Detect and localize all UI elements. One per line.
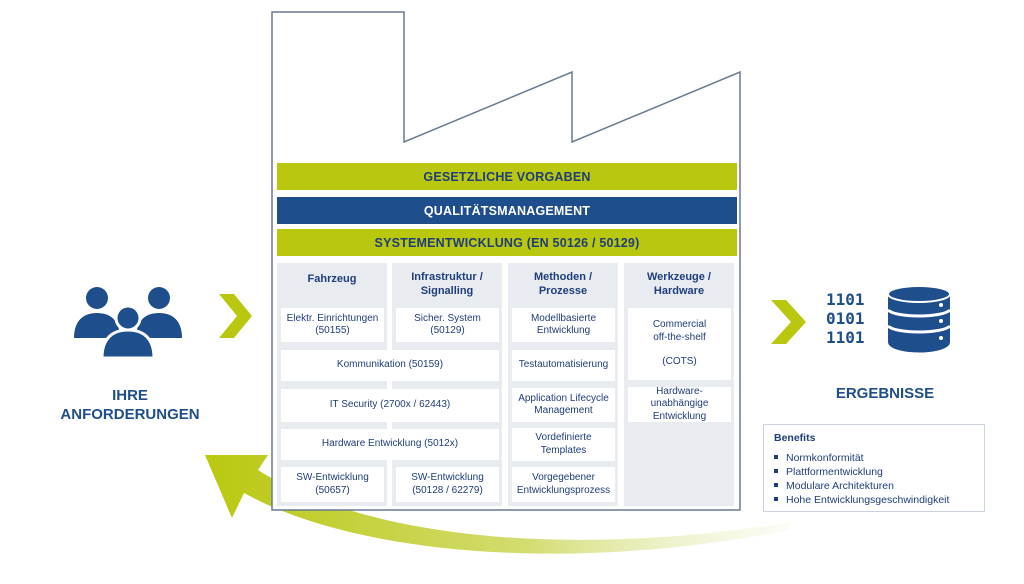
box-sicher-system: Sicher. System (50129) <box>396 308 499 342</box>
band-quality-management: QUALITÄTSMANAGEMENT <box>277 197 737 224</box>
bullet-icon <box>774 455 778 460</box>
bullet-icon <box>774 497 778 502</box>
band-legal-requirements: GESETZLICHE VORGABEN <box>277 163 737 190</box>
benefits-title: Benefits <box>774 432 816 444</box>
chevron-right-icon <box>219 294 252 338</box>
column-methoden-panel <box>508 263 618 506</box>
box-application-lifecycle-management: Application Lifecycle Management <box>512 388 615 422</box>
benefit-item: Normkonformität <box>774 451 949 465</box>
box-sw-entwicklung-infra: SW-Entwicklung (50128 / 62279) <box>396 467 499 502</box>
bullet-icon <box>774 469 778 474</box>
column-werkzeuge-panel <box>624 263 734 506</box>
benefit-text: Normkonformität <box>786 452 864 464</box>
benefit-text: Modulare Architekturen <box>786 480 894 492</box>
column-infrastruktur-panel <box>392 263 502 506</box>
binary-row: 1101 <box>826 328 865 347</box>
bullet-icon <box>774 483 778 488</box>
cots-label: Commercial off-the-shelf <box>652 319 707 343</box>
box-cots: Commercial off-the-shelf (COTS) <box>628 308 731 380</box>
box-elektr-einrichtungen: Elektr. Einrichtungen (50155) <box>281 308 384 342</box>
benefit-text: Plattformentwicklung <box>786 466 883 478</box>
binary-row: 0101 <box>826 309 865 328</box>
box-modellbasierte-entwicklung: Modellbasierte Entwicklung <box>512 308 615 342</box>
benefits-box: Benefits Normkonformität Plattformentwic… <box>763 424 985 512</box>
column-header-werkzeuge: Werkzeuge / Hardware <box>647 271 711 297</box>
benefit-item: Plattformentwicklung <box>774 465 949 479</box>
column-header-infrastruktur: Infrastruktur / Signalling <box>411 271 483 297</box>
benefit-item: Hohe Entwicklungsgeschwindigkeit <box>774 493 949 507</box>
benefit-item: Modulare Architekturen <box>774 479 949 493</box>
box-sw-entwicklung-fahrzeug: SW-Entwicklung (50657) <box>281 467 384 502</box>
box-vordefinierte-templates: Vordefinierte Templates <box>512 428 615 461</box>
label-ihre-anforderungen: IHRE ANFORDERUNGEN <box>60 387 200 423</box>
chevron-right-icon <box>771 300 806 344</box>
box-it-security: IT Security (2700x / 62443) <box>281 389 499 422</box>
people-group-icon <box>74 287 182 360</box>
benefits-list: Normkonformität Plattformentwicklung Mod… <box>774 451 949 507</box>
box-hardware-entwicklung: Hardware Entwicklung (5012x) <box>281 429 499 460</box>
factory-outline <box>271 11 741 511</box>
curved-arrow-icon <box>205 455 790 554</box>
label-ergebnisse: ERGEBNISSE <box>835 385 935 402</box>
band-system-development: SYSTEMENTWICKLUNG (EN 50126 / 50129) <box>277 229 737 256</box>
binary-digits-icon: 1101 0101 1101 <box>826 290 865 347</box>
box-vorgegebener-entwicklungsprozess: Vorgegebener Entwicklungsprozess <box>512 467 615 502</box>
column-header-fahrzeug: Fahrzeug <box>307 273 357 285</box>
database-icon <box>886 285 952 353</box>
column-fahrzeug-panel <box>277 263 387 506</box>
cots-abbreviation: (COTS) <box>662 356 697 368</box>
box-hardware-unabhaengige-entwicklung: Hardware- unabhängige Entwicklung <box>628 386 731 422</box>
box-testautomatisierung: Testautomatisierung <box>512 350 615 381</box>
column-header-methoden: Methoden / Prozesse <box>533 271 593 297</box>
benefit-text: Hohe Entwicklungsgeschwindigkeit <box>786 494 950 506</box>
box-kommunikation: Kommunikation (50159) <box>281 350 499 381</box>
binary-row: 1101 <box>826 290 865 309</box>
